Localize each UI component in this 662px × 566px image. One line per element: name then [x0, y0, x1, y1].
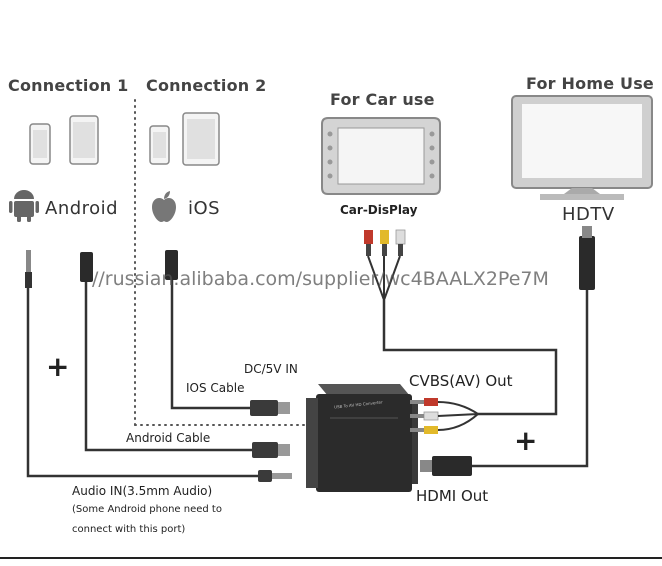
audio-cable [26, 288, 258, 478]
iphone-icon [149, 125, 170, 165]
usb-connector-ios [250, 400, 290, 416]
home-use-header: For Home Use [526, 74, 654, 93]
usb-connector-android [252, 442, 290, 458]
usb-plug-ios [165, 250, 178, 280]
car-display-icon [321, 117, 441, 195]
connection2-header: Connection 2 [146, 76, 267, 95]
hdmi-out-label: HDMI Out [416, 487, 489, 505]
car-display-label: Car-DisPlay [340, 203, 418, 217]
audio-note-line1: (Some Android phone need to [72, 504, 222, 515]
hdmi-cable [470, 290, 589, 468]
android-cable [84, 282, 254, 452]
audio-in-label: Audio IN(3.5mm Audio) [72, 484, 213, 498]
android-label: Android [45, 198, 119, 219]
android-cable-label: Android Cable [126, 431, 211, 445]
ios-label: iOS [188, 198, 221, 219]
car-use-header: For Car use [330, 90, 435, 109]
hdtv-label: HDTV [562, 204, 615, 225]
watermark: //russian.alibaba.com/supplier/wc4BAALX2… [92, 268, 549, 290]
connection1-header: Connection 1 [8, 76, 129, 95]
plus-sign-left: + [46, 350, 70, 383]
tv-icon [511, 95, 653, 200]
rca-plugs-car [364, 229, 406, 301]
audio-connector [258, 470, 292, 482]
ios-cable-label: IOS Cable [186, 381, 245, 395]
usb-plug-android [80, 252, 93, 282]
cvbs-out-label: CVBS(AV) Out [409, 372, 513, 390]
hdmi-plug-tv [579, 226, 595, 290]
cvbs-cable [382, 300, 558, 416]
android-icon [9, 190, 39, 222]
rca-plugs-device [410, 398, 479, 434]
converter-box [306, 384, 418, 492]
phone-icon [29, 123, 51, 165]
tablet-icon [69, 115, 99, 165]
plus-sign-right: + [514, 424, 538, 457]
audio-note-line2: connect with this port) [72, 524, 186, 535]
dc-in-label: DC/5V IN [244, 362, 298, 376]
ipad-icon [182, 112, 220, 166]
hdmi-plug-device [420, 456, 472, 476]
ios-cable [170, 280, 252, 410]
apple-icon [152, 191, 176, 222]
audio-plug [25, 250, 32, 288]
